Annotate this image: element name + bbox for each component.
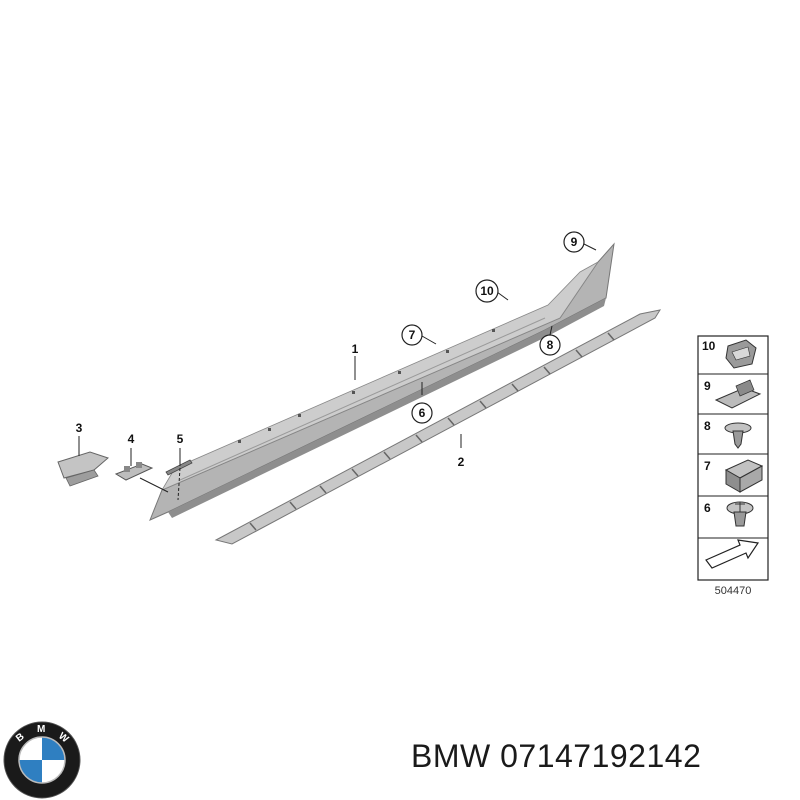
direction-arrow-icon: [705, 539, 760, 569]
screw-icon: [726, 501, 754, 527]
callout-1: 1: [352, 342, 359, 356]
legend-6: 6: [704, 501, 711, 515]
part-number: 07147192142: [500, 738, 702, 774]
callout-8-label: 8: [547, 338, 554, 352]
callout-8: 8: [539, 334, 561, 356]
push-rivet-icon: [724, 422, 752, 449]
parts-diagram: 1 2 3 4 5 6 7 8 9 10 10 9 8 7 6: [57, 231, 769, 597]
callout-5: 5: [177, 432, 184, 446]
fastener-legend: 10 9 8 7 6: [697, 335, 769, 581]
diagram-number: 504470: [715, 585, 752, 597]
callout-4: 4: [128, 432, 135, 446]
lower-trim-strip: [214, 309, 662, 545]
clip-part: [114, 462, 154, 481]
trim-insert-strip: [165, 459, 193, 476]
svg-text:M: M: [37, 724, 45, 735]
callout-7: 7: [401, 324, 423, 346]
callout-2: 2: [458, 455, 465, 469]
callout-6-label: 6: [419, 406, 426, 420]
callout-9-label: 9: [571, 235, 578, 249]
part-caption: BMW 07147192142: [411, 738, 701, 775]
bmw-logo: B M W: [3, 721, 81, 799]
callout-7-label: 7: [409, 328, 416, 342]
brand-name: BMW: [411, 738, 491, 774]
callout-9: 9: [563, 231, 585, 253]
callout-10-label: 10: [480, 284, 494, 298]
legend-10: 10: [702, 339, 716, 353]
mounting-bracket: [57, 451, 109, 487]
legend-8: 8: [704, 419, 711, 433]
callout-10: 10: [475, 279, 499, 303]
legend-9: 9: [704, 379, 711, 393]
callout-3: 3: [76, 421, 83, 435]
side-sill-panel: [149, 242, 615, 521]
slide-clip-icon: [714, 379, 762, 409]
callout-6: 6: [411, 402, 433, 424]
nut-clip-icon: [725, 339, 757, 369]
legend-7: 7: [704, 459, 711, 473]
clip-nut-icon: [724, 459, 764, 493]
leader-lines: [78, 243, 597, 501]
